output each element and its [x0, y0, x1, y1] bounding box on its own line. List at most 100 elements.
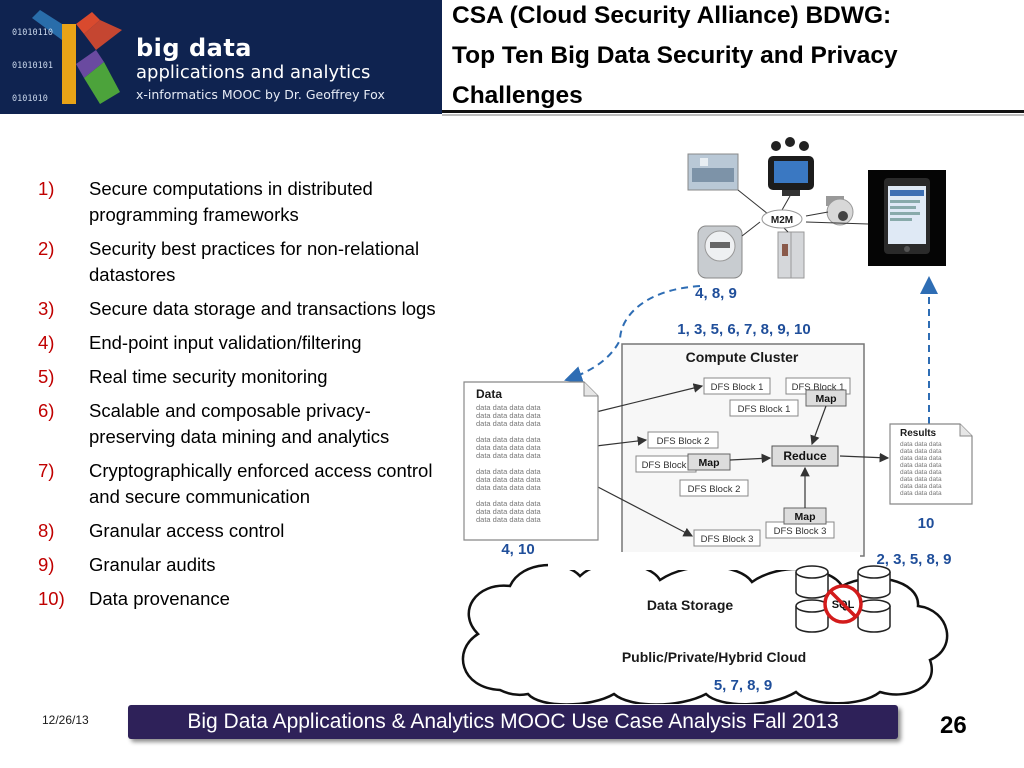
slide-title: CSA (Cloud Security Alliance) BDWG: Top …	[452, 0, 1022, 116]
data-document-title: Data	[476, 387, 502, 401]
dfs-block	[729, 399, 799, 417]
m2m-hub	[761, 209, 803, 229]
map-label: Map	[816, 393, 837, 405]
cluster-challenge-numbers: 1, 3, 5, 6, 7, 8, 9, 10	[677, 321, 810, 338]
data-filler-line: data data data data	[476, 507, 541, 516]
challenge-number: 5)	[38, 366, 55, 387]
map-box	[687, 453, 731, 471]
cloud-challenge-numbers: 5, 7, 8, 9	[714, 677, 772, 694]
database-icon	[795, 599, 829, 633]
challenge-text: End-point input validation/filtering	[89, 332, 362, 353]
dfs-block	[703, 377, 771, 395]
data-filler-line: data data data data	[476, 483, 541, 492]
course-logo: 01010110 01010101 0101010 0010100 101010…	[0, 0, 442, 114]
smartphone-icon	[868, 170, 946, 266]
challenge-item: 9) Granular audits	[38, 552, 438, 578]
dfs-block-label: DFS Block 1	[738, 404, 791, 415]
slide-title-line: CSA (Cloud Security Alliance) BDWG:	[452, 2, 892, 29]
challenge-list: 1) Secure computations in distributed pro…	[38, 176, 438, 620]
dfs-block-label: DFS Block 3	[701, 534, 754, 545]
challenge-item: 2)Security best practices for non-relati…	[38, 236, 438, 288]
challenge-text: Scalable and composable privacy-preservi…	[89, 400, 390, 447]
dfs-block	[679, 479, 749, 497]
challenge-text: Granular audits	[89, 554, 216, 575]
data-filler-line: data data data data	[476, 419, 541, 428]
compute-cluster-title: Compute Cluster	[686, 349, 799, 365]
mapreduce-arrows	[595, 383, 890, 537]
dfs-block-label: DFS Block 2	[688, 484, 741, 495]
dfs-block	[693, 529, 761, 547]
storage-challenge-numbers: 2, 3, 5, 8, 9	[876, 551, 951, 568]
device-to-data-arrow	[564, 285, 701, 384]
challenge-text: Secure computations in distributed progr…	[89, 178, 373, 225]
binary-line: 01010101	[12, 61, 53, 71]
challenge-number: 1)	[38, 178, 55, 199]
binary-line: 01010110	[12, 28, 53, 38]
refrigerator-icon	[777, 231, 805, 279]
header-divider-shadow	[442, 114, 1024, 116]
dfs-block-label: DFS Block 3	[774, 526, 827, 537]
gps-device-icon	[768, 137, 814, 196]
results-document-title: Results	[900, 428, 937, 439]
results-filler-line: data data data	[900, 483, 942, 490]
slide-date: 12/26/13	[42, 713, 89, 727]
challenge-item: 3) Secure data storage and transactions l…	[38, 296, 438, 322]
cloud-top-mask	[548, 552, 860, 570]
challenge-item: 10) Data provenance	[38, 586, 438, 612]
slide-title-line: Challenges	[452, 82, 583, 109]
data-filler-line: data data data data	[476, 411, 541, 420]
challenge-number: 7)	[38, 460, 55, 481]
endpoint-challenge-numbers: 4, 8, 9	[695, 285, 737, 302]
no-sql-icon: SQL	[823, 584, 863, 624]
challenge-text: Granular access control	[89, 520, 285, 541]
database-icon	[857, 599, 891, 633]
challenge-number: 9)	[38, 554, 55, 575]
challenge-item: 6) Scalable and composable privacy-preser…	[38, 398, 438, 450]
challenge-number: 8)	[38, 520, 55, 541]
results-challenge-numbers: 10	[918, 515, 935, 532]
challenge-item: 7)Cryptographically enforced access cont…	[38, 458, 438, 510]
challenge-number: 3)	[38, 298, 55, 319]
results-filler-line: data data data	[900, 476, 942, 483]
challenge-item: 8) Granular access control	[38, 518, 438, 544]
dfs-block-label: DFS Block 1	[711, 382, 764, 393]
database-icon	[795, 565, 829, 599]
big-data-ecosystem-diagram: M2M 4, 8, 9 1, 3, 5, 6, 7, 8, 9, 10 Comp…	[461, 137, 973, 704]
challenge-number: 6)	[38, 400, 55, 421]
data-filler-line: data data data data	[476, 515, 541, 524]
binary-line: 0101010	[12, 94, 48, 104]
challenge-number: 4)	[38, 332, 55, 353]
logo-subtitle: applications and analytics	[136, 62, 371, 83]
smart-meter-icon	[697, 225, 743, 279]
challenge-text: Security best practices for non-relation…	[89, 238, 420, 285]
data-filler-line: data data data data	[476, 475, 541, 484]
course-banner: Big Data Applications & Analytics MOOC U…	[128, 705, 898, 739]
map-label: Map	[699, 457, 720, 469]
data-filler-line: data data data data	[476, 435, 541, 444]
challenge-text: Data provenance	[89, 588, 230, 609]
dfs-block-label: DFS Block 1	[792, 382, 845, 393]
slide-number: 26	[940, 712, 967, 739]
database-icon	[857, 565, 891, 599]
challenge-number: 10)	[38, 588, 65, 609]
challenge-text: Secure data storage and transactions log…	[89, 298, 436, 319]
dfs-block-label: DFS Block 2	[657, 436, 710, 447]
results-filler-line: data data data	[900, 469, 942, 476]
results-document: Results data data data data data data da…	[889, 423, 973, 505]
binary-lines: 01010110 01010101 0101010 0010100 101010…	[12, 6, 53, 114]
data-document: Data data data data data data data data …	[463, 381, 599, 541]
data-filler-line: data data data data	[476, 467, 541, 476]
cloud-name-label: Public/Private/Hybrid Cloud	[622, 649, 806, 665]
challenge-item: 1) Secure computations in distributed pro…	[38, 176, 438, 228]
data-filler-line: data data data data	[476, 451, 541, 460]
data-filler-line: data data data data	[476, 499, 541, 508]
security-camera-icon	[826, 196, 854, 226]
x-logo-icon	[32, 10, 122, 104]
factory-photo-icon	[687, 153, 739, 191]
reduce-label: Reduce	[783, 449, 827, 463]
m2m-links	[737, 189, 869, 237]
dfs-block	[647, 431, 719, 449]
data-filler-line: data data data data	[476, 443, 541, 452]
map-label: Map	[795, 511, 816, 523]
slide-title-line: Top Ten Big Data Security and Privacy	[452, 42, 898, 69]
